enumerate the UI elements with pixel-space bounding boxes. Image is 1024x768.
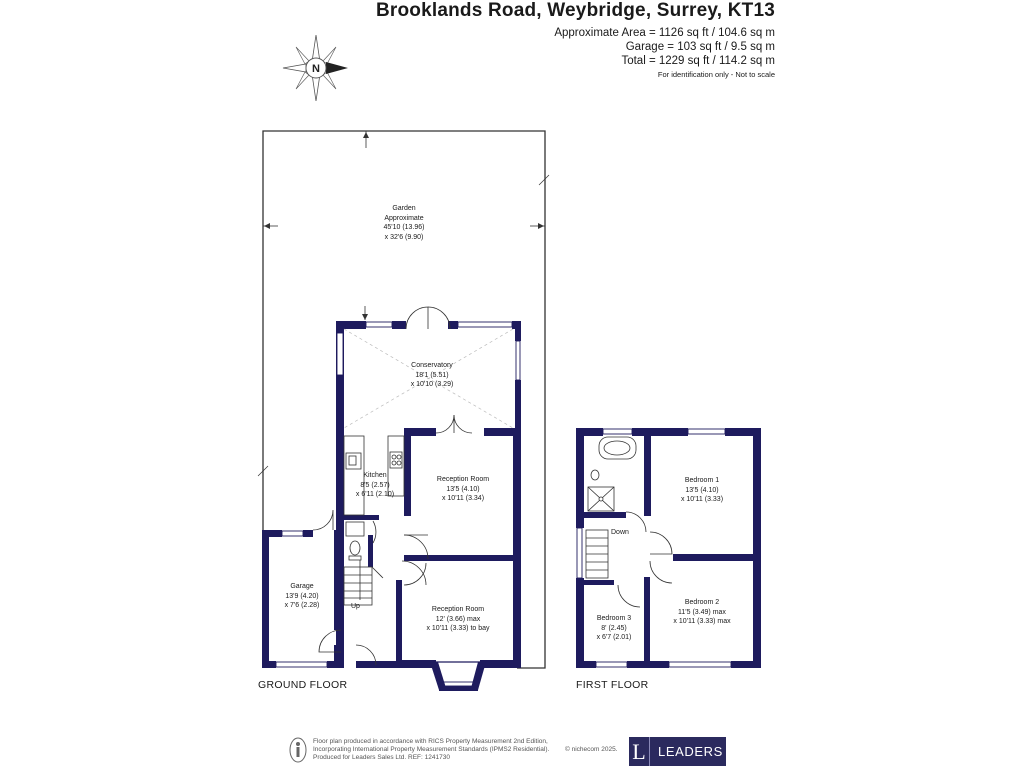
ground-floor-label: GROUND FLOOR bbox=[258, 679, 348, 691]
stairs-up-label: Up bbox=[351, 603, 360, 610]
ipms-logo-icon bbox=[289, 737, 307, 763]
kitchen-units bbox=[343, 435, 405, 561]
compass-rose-icon: N bbox=[282, 34, 348, 102]
bathroom-fixtures bbox=[587, 436, 637, 512]
garage-area-text: Garage = 103 sq ft / 9.5 sq m bbox=[625, 41, 775, 53]
ground-floor-stairs bbox=[343, 560, 384, 606]
leaders-logo-mark: L bbox=[629, 737, 650, 766]
first-floor-label: FIRST FLOOR bbox=[576, 679, 649, 691]
first-floor-stairs bbox=[585, 511, 673, 608]
garden-boundary bbox=[257, 130, 550, 669]
copyright-text: © nichecom 2025. bbox=[565, 746, 618, 753]
approximate-area-text: Approximate Area = 1126 sq ft / 104.6 sq… bbox=[554, 27, 775, 39]
ground-floor-walls bbox=[262, 321, 521, 668]
stairs-down-label: Down bbox=[611, 529, 629, 536]
leaders-logo-name: LEADERS bbox=[658, 744, 723, 759]
conservatory-roof-lines bbox=[343, 328, 514, 429]
scale-disclaimer: For identification only - Not to scale bbox=[657, 70, 775, 79]
ground-floor-windows bbox=[275, 321, 521, 687]
property-address-title: Brooklands Road, Weybridge, Surrey, KT13 bbox=[375, 0, 775, 21]
leaders-logo: L LEADERS bbox=[629, 737, 726, 766]
first-floor-walls bbox=[576, 428, 761, 668]
footer-disclaimer: Floor plan produced in accordance with R… bbox=[313, 738, 550, 761]
total-area-text: Total = 1229 sq ft / 114.2 sq m bbox=[621, 55, 775, 67]
door-swings bbox=[312, 306, 473, 666]
compass-north-letter: N bbox=[312, 63, 320, 75]
first-floor-windows bbox=[576, 428, 732, 668]
